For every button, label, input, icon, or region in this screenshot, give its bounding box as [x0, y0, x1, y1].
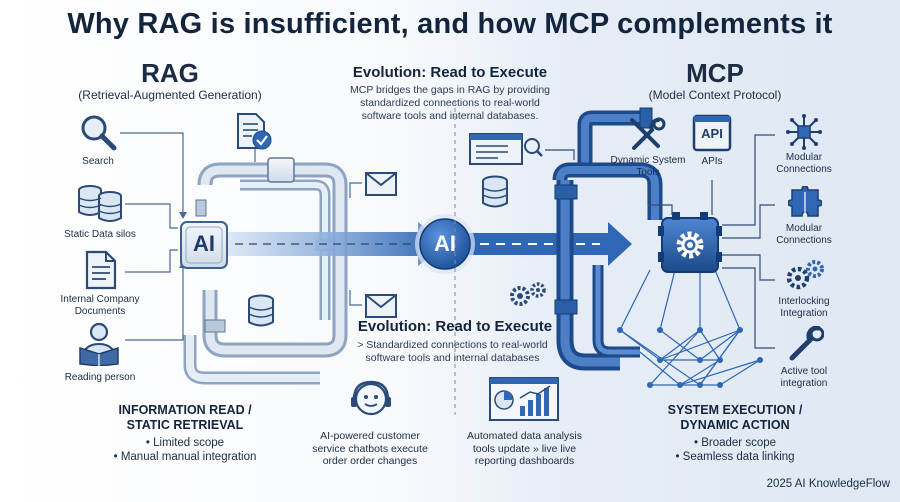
rag-section-title: INFORMATION READ / STATIC RETRIEVAL	[95, 403, 275, 433]
search-window-icon	[469, 133, 543, 165]
network-icon	[786, 114, 822, 150]
rag-input-label-search: Search	[82, 156, 114, 167]
rag-input-label-silos: Static Data silos	[64, 229, 136, 240]
center-ai-orb	[415, 214, 475, 274]
chatbot-icon	[351, 380, 391, 416]
rag-section-title-line2: STATIC RETRIEVAL	[126, 418, 244, 432]
mcp-bullet: • Broader scope	[693, 437, 777, 449]
rag-input-label-reader: Reading person	[64, 372, 136, 383]
rag-heading: RAG	[141, 58, 199, 88]
rag-subheading: (Retrieval-Augmented Generation)	[78, 88, 262, 102]
footer-credit: 2025 AI KnowledgeFlow	[766, 478, 890, 490]
mcp-section-title: SYSTEM EXECUTION / DYNAMIC ACTION	[645, 403, 825, 433]
evolution-mid-heading: Evolution: Read to Execute	[357, 318, 553, 335]
analysis-caption: Automated data analysis tools update » l…	[467, 430, 582, 467]
mcp-section-title-line2: DYNAMIC ACTION	[680, 418, 790, 432]
mcp-bullet: • Seamless data linking	[675, 451, 795, 463]
mcp-connectors	[545, 134, 775, 349]
envelope-icon	[365, 294, 397, 318]
envelope-icon	[365, 172, 397, 196]
api-icon	[692, 114, 732, 152]
rag-ai-label: AI	[193, 231, 215, 256]
magnifier-icon	[81, 115, 117, 151]
dashboard-icon	[489, 377, 559, 421]
gears-icon	[510, 282, 546, 306]
wrench-icon	[789, 326, 824, 361]
rag-bullet: • Limited scope	[145, 437, 225, 449]
mcp-item-label-modular-1: Modular Connections	[776, 152, 832, 175]
document-icon	[85, 250, 117, 290]
interlocking-gears-icon	[786, 260, 824, 290]
rag-pipe-loop	[183, 157, 348, 385]
gear-icon	[676, 231, 704, 259]
tools-icon	[630, 117, 666, 150]
execute-arrow	[468, 222, 632, 266]
rag-bullet: • Manual manual integration	[113, 451, 257, 463]
document-check-icon	[237, 113, 272, 150]
page-title: Why RAG is insufficient, and how MCP com…	[67, 8, 833, 40]
mcp-section-title-line1: SYSTEM EXECUTION /	[667, 403, 803, 417]
database-stack-icon	[78, 185, 122, 222]
puzzle-icon	[788, 186, 822, 217]
rag-bullets: • Limited scope • Manual manual integrat…	[80, 436, 290, 464]
mcp-item-label-modular-2: Modular Connections	[776, 223, 832, 246]
chatbot-caption: AI-powered customer service chatbots exe…	[312, 430, 428, 467]
database-icon	[248, 294, 274, 327]
evolution-top-heading: Evolution: Read to Execute	[352, 64, 548, 81]
rag-connectors	[120, 132, 362, 341]
reading-person-icon	[79, 322, 119, 366]
evolution-mid-text: > Standardized connections to real-world…	[357, 339, 548, 364]
rag-ai-chip	[180, 221, 228, 269]
api-badge-text: API	[701, 126, 723, 141]
database-icon	[482, 175, 508, 208]
evolution-top-text: MCP bridges the gaps in RAG by providing…	[350, 84, 550, 122]
mcp-tool-label-dynamic: Dynamic System Tools	[610, 155, 686, 178]
center-ai-label: AI	[434, 231, 456, 256]
mcp-tool-label-apis: APIs	[701, 156, 723, 167]
rag-input-label-documents: Internal Company Documents	[60, 294, 140, 317]
mcp-mesh-nodes	[617, 327, 763, 388]
mcp-bullets: • Broader scope • Seamless data linking	[630, 436, 840, 464]
mcp-pipe-network	[552, 107, 663, 371]
mcp-item-label-active: Active tool integration	[780, 366, 828, 389]
mcp-subheading: (Model Context Protocol)	[648, 88, 782, 102]
rag-section-title-line1: INFORMATION READ /	[118, 403, 252, 417]
mcp-item-label-interlocking: Interlocking Integration	[778, 296, 830, 319]
mcp-heading: MCP	[686, 58, 744, 88]
